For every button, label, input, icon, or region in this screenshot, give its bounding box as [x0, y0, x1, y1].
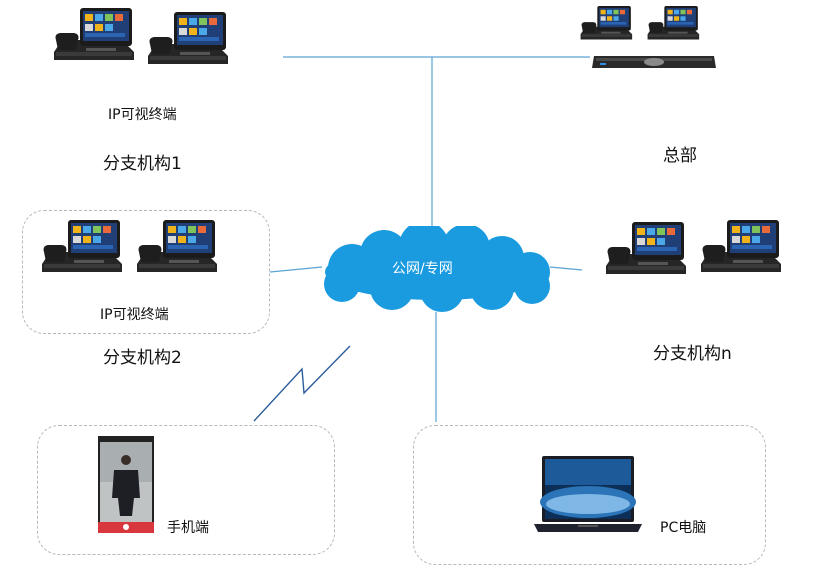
- branch2-panel: [22, 210, 270, 334]
- pc-label: PC电脑: [660, 520, 707, 536]
- pc-panel: [413, 425, 766, 565]
- video-phone-icon: [137, 220, 217, 272]
- branch1-terminal-label: IP可视终端: [108, 107, 177, 123]
- mobile-phone-icon: [98, 436, 154, 533]
- branchn-link: [549, 266, 583, 271]
- mobile-label: 手机端: [167, 520, 209, 536]
- branch2-name: 分支机构2: [103, 348, 182, 368]
- video-phone-icon: [701, 220, 781, 272]
- video-phone-icon: [54, 8, 134, 60]
- video-phone-icon: [580, 5, 633, 40]
- branch2-terminal-label: IP可视终端: [100, 307, 169, 323]
- video-phone-icon: [606, 222, 686, 274]
- video-phone-icon: [42, 220, 122, 272]
- branchn-name: 分支机构n: [653, 344, 732, 364]
- server-icon: [592, 56, 716, 68]
- video-phone-icon: [148, 12, 228, 64]
- wireless-bolt: [253, 345, 351, 422]
- branch1-name: 分支机构1: [103, 154, 182, 174]
- mobile-panel: [37, 425, 335, 555]
- branch2-link: [269, 266, 323, 273]
- laptop-icon: [534, 456, 642, 532]
- hq-name: 总部: [663, 146, 697, 166]
- video-phone-icon: [647, 5, 700, 40]
- cloud-label: 公网/专网: [392, 261, 453, 277]
- cloud-icon: [324, 226, 550, 312]
